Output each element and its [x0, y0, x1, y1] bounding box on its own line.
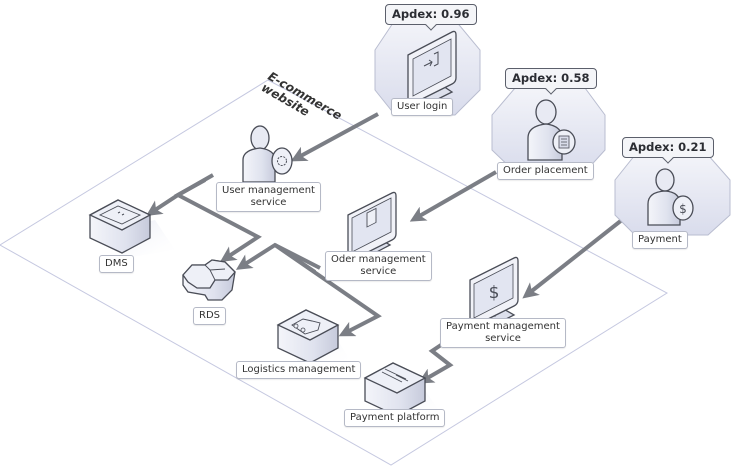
svg-text:$: $ — [489, 283, 500, 303]
arrow-order-placement-to-order-management — [409, 170, 497, 222]
label-payment-platform[interactable]: Payment platform — [344, 409, 446, 427]
arrow-payment-to-payment-management — [522, 210, 634, 299]
label-line2: service — [360, 266, 397, 277]
logistics-cube-icon — [276, 309, 340, 364]
apdex-badge-payment: Apdex: 0.21 — [622, 137, 714, 158]
user-dollar-icon: $ — [647, 168, 694, 226]
label-dms[interactable]: DMS — [99, 255, 134, 273]
label-order-placement[interactable]: Order placement — [497, 162, 594, 180]
label-user-management-service[interactable]: User management service — [216, 182, 321, 212]
label-line1: User management — [222, 185, 315, 196]
ecommerce-zone-boundary — [0, 79, 668, 466]
label-line1: Oder management — [331, 254, 426, 265]
arrow-user-management-to-rds — [173, 178, 262, 262]
label-line2: service — [485, 333, 521, 344]
user-document-icon — [527, 99, 576, 161]
label-line1: Payment management — [446, 321, 560, 332]
label-payment-management-service[interactable]: Payment management service — [440, 318, 566, 348]
apdex-badge-user-login: Apdex: 0.96 — [385, 4, 477, 25]
monitor-document-icon — [347, 191, 397, 262]
label-rds[interactable]: RDS — [193, 307, 226, 325]
monitor-dollar-icon: $ — [469, 256, 519, 328]
svg-text:$: $ — [679, 202, 687, 216]
apdex-badge-order-placement: Apdex: 0.58 — [505, 68, 597, 89]
label-user-login[interactable]: User login — [391, 98, 454, 116]
user-gear-icon — [242, 125, 293, 183]
dms-cube-icon — [88, 199, 152, 254]
label-logistics-management[interactable]: Logistics management — [236, 361, 362, 379]
label-line2: service — [250, 197, 287, 208]
label-order-management-service[interactable]: Oder management service — [325, 251, 432, 281]
label-payment[interactable]: Payment — [632, 231, 688, 249]
rds-database-icon — [182, 259, 236, 301]
arrow-user-login-to-user-management — [290, 112, 379, 162]
payment-platform-cube-icon — [363, 362, 427, 417]
